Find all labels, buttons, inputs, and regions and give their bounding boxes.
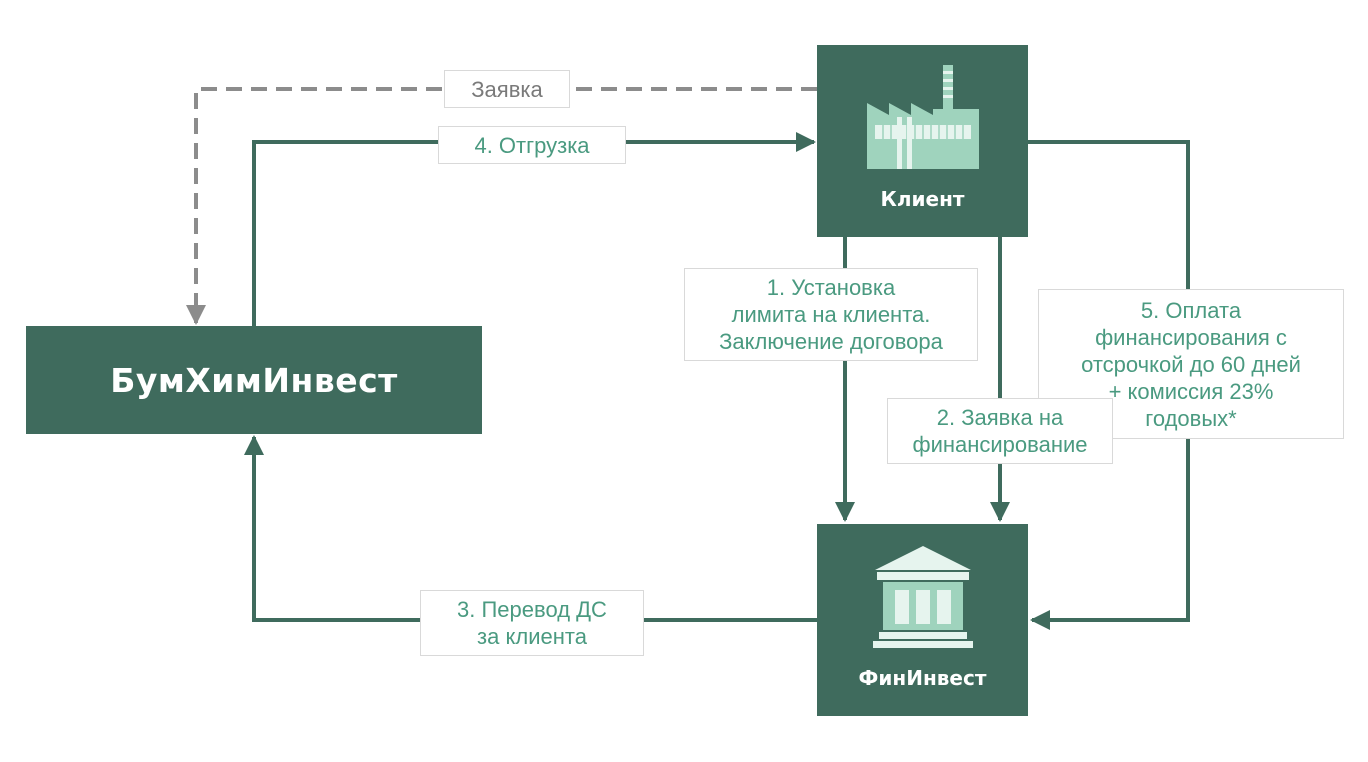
label-line: 4. Отгрузка bbox=[474, 132, 590, 158]
label-line: финансирования с bbox=[1095, 324, 1287, 350]
label-line: лимита на клиента. bbox=[731, 302, 931, 327]
node-bumkhiminvest: БумХимИнвест bbox=[26, 326, 482, 434]
node-client: Клиент bbox=[817, 45, 1028, 237]
label-step3-transfer: 3. Перевод ДС за клиента bbox=[420, 590, 644, 656]
label-line: за клиента bbox=[477, 624, 587, 649]
label-line: отсрочкой до 60 дней bbox=[1081, 351, 1301, 377]
arrow-otgruzka bbox=[252, 132, 816, 326]
bank-icon bbox=[872, 546, 973, 648]
label-line: 2. Заявка на bbox=[936, 405, 1064, 430]
label-line: финансирование bbox=[912, 432, 1088, 457]
label-zayavka: Заявка bbox=[444, 70, 570, 108]
label-line: годовых* bbox=[1145, 405, 1237, 431]
label-step2-request: 2. Заявка на финансирование bbox=[887, 398, 1113, 464]
factory-icon bbox=[866, 65, 979, 169]
node-title: Клиент bbox=[880, 187, 965, 211]
label-otgruzka: 4. Отгрузка bbox=[438, 126, 626, 164]
label-line: Заключение договора bbox=[719, 329, 943, 354]
label-line: + комиссия 23% bbox=[1108, 378, 1274, 404]
node-title: БумХимИнвест bbox=[110, 360, 398, 400]
label-step1-limit: 1. Установка лимита на клиента. Заключен… bbox=[684, 268, 978, 361]
label-line: 1. Установка bbox=[766, 275, 896, 300]
node-fininvest: ФинИнвест bbox=[817, 524, 1028, 716]
node-title: ФинИнвест bbox=[858, 666, 987, 690]
label-line: 5. Оплата bbox=[1140, 297, 1242, 323]
arrow-zayavka bbox=[186, 87, 817, 325]
label-line: Заявка bbox=[471, 76, 543, 102]
label-line: 3. Перевод ДС bbox=[457, 597, 607, 622]
